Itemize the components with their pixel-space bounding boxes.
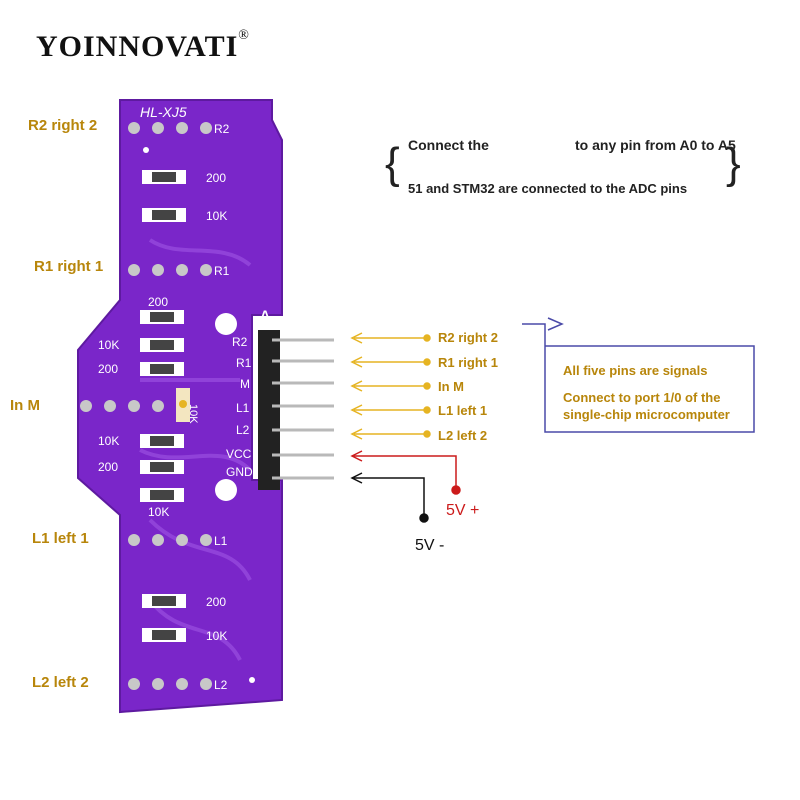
resistor-1: 200 [142,170,226,185]
signal-arrows [350,332,431,440]
note-line1-end: to any pin from A0 to A5 [575,137,736,153]
info-box [522,317,755,433]
pin-label-r1: R1 right 1 [438,355,498,370]
mounting-hole-bottom [215,479,237,501]
svg-text:10K: 10K [148,505,169,519]
pcb-traces [139,238,252,661]
svg-text:200: 200 [206,595,226,609]
row-tag-l2: L2 [214,678,228,692]
sensor-row-l1: L1 [128,534,228,548]
side-label-l1: L1 left 1 [32,530,89,547]
power-minus-label: 5V - [415,537,445,554]
resistor-4: 10K [98,338,184,352]
svg-text:10K: 10K [206,209,227,223]
header-pin-r2: R2 [232,335,248,349]
sensor-row-l2: L2 [128,678,228,692]
pin-label-l2: L2 left 2 [438,428,488,443]
pin-label-l1: L1 left 1 [438,403,488,418]
header-pin-l2: L2 [236,423,250,437]
svg-text:10K: 10K [206,629,227,643]
resistor-9: 10K [140,488,184,519]
info-box-line3: single-chip microcomputer [563,407,730,422]
resistor-3: 200 [140,295,184,324]
header-letter: A [260,307,270,323]
vcc-wire [350,450,461,495]
right-brace-icon: } [726,139,741,188]
row-tag-r2: R2 [214,122,230,136]
resistor-7: 10K [98,434,184,448]
pin-label-m: In M [438,379,464,394]
svg-text:200: 200 [98,460,118,474]
pin-label-r2: R2 right 2 [438,330,498,345]
row-tag-r1: R1 [214,264,230,278]
resistor-2: 10K [142,208,227,223]
side-label-r2: R2 right 2 [28,117,98,134]
header-pin-vcc: VCC [226,447,252,461]
note-line2: 51 and STM32 are connected to the ADC pi… [408,181,688,196]
header-pin-labels: R2 R1 M L1 L2 VCC GND [226,335,253,479]
header-pin-gnd: GND [226,465,253,479]
info-box-line1: All five pins are signals [563,363,708,378]
side-label-r1: R1 right 1 [34,258,104,275]
brand-logo: YOINNOVATI® [36,28,250,64]
side-label-l2: L2 left 2 [32,674,89,691]
resistor-10: 200 [142,594,226,609]
svg-text:10K: 10K [98,434,119,448]
left-brace-icon: { [385,139,400,188]
mounting-hole-top [215,313,237,335]
pin-header-block [258,330,280,490]
registered-mark: ® [238,28,250,43]
header-pins [272,338,334,480]
svg-text:10K: 10K [98,338,119,352]
note-line1-start: Connect the [408,137,489,153]
resistor-8: 200 [98,460,184,474]
board-title: HL-XJ5 [140,104,187,120]
header-pin-l1: L1 [236,401,250,415]
header-pin-m: M [240,377,250,391]
resistor-5: 200 [98,362,184,376]
header-pin-r1: R1 [236,356,252,370]
row-tag-l1: L1 [214,534,228,548]
info-box-line2: Connect to port 1/0 of the [563,390,721,405]
svg-text:200: 200 [148,295,168,309]
gnd-wire [350,472,429,523]
power-plus-label: 5V + [446,502,480,519]
sensor-row-m [80,388,190,422]
brand-name: YOINNOVATI [36,30,239,63]
sensor-row-r1: R1 [128,264,230,278]
resistor-11: 10K [142,628,227,643]
svg-text:200: 200 [98,362,118,376]
via-bottom [249,677,255,683]
resistor-6: 10K [187,404,199,424]
svg-text:10K: 10K [187,404,199,424]
side-label-m: In M [10,397,40,414]
via-top [143,147,149,153]
sensor-row-r2: R2 [128,122,230,136]
svg-text:200: 200 [206,171,226,185]
